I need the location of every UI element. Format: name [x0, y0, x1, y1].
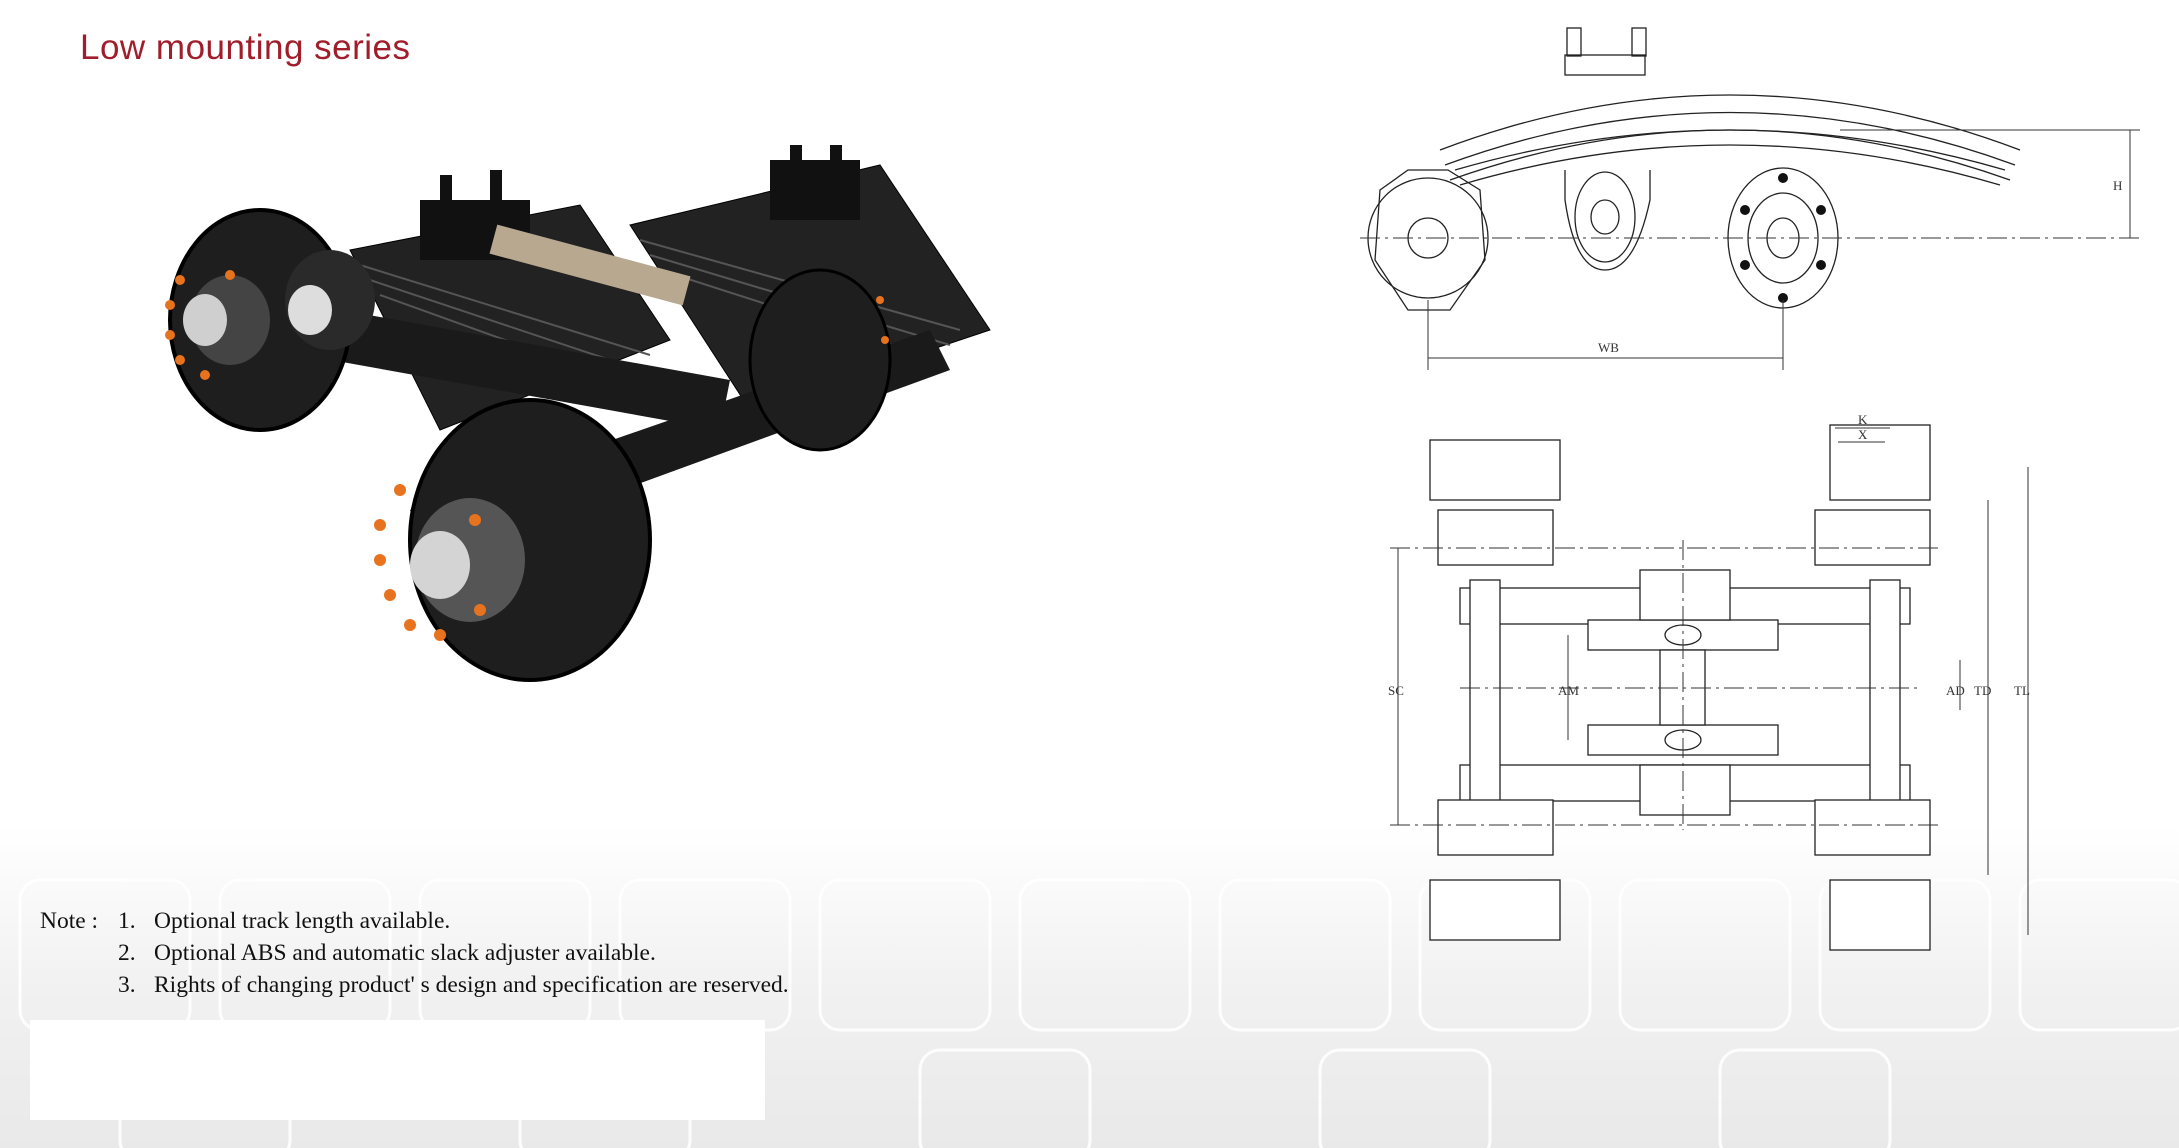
note-item: Note : 1. Optional track length availabl…: [40, 905, 789, 937]
blank-panel: [30, 1020, 765, 1120]
top-view-drawing: SC AM AD TD TL K X: [1388, 412, 2030, 951]
page-title: Low mounting series: [80, 28, 411, 67]
dimension-label-x: X: [1858, 427, 1868, 442]
note-item: 3. Rights of changing product' s design …: [40, 969, 789, 1001]
note-text: Optional track length available.: [154, 908, 451, 934]
side-view-drawing: WB H: [1360, 27, 2140, 370]
dimension-label-td: TD: [1974, 683, 1991, 698]
note-text: Optional ABS and automatic slack adjuste…: [154, 940, 656, 966]
suspension-product-photo: [165, 145, 991, 682]
note-number: 2.: [118, 940, 136, 966]
note-number: 3.: [118, 972, 136, 998]
dimension-label-wb: WB: [1598, 340, 1619, 355]
dimension-label-tl: TL: [2014, 683, 2030, 698]
dimension-label-h: H: [2113, 178, 2122, 193]
note-item: 2. Optional ABS and automatic slack adju…: [40, 937, 789, 969]
dimension-label-am: AM: [1558, 683, 1579, 698]
notes: Note : 1. Optional track length availabl…: [40, 905, 789, 1001]
note-lead: Note :: [40, 908, 99, 934]
dimension-label-ad: AD: [1946, 683, 1965, 698]
note-text: Rights of changing product' s design and…: [154, 972, 789, 998]
dimension-label-k: K: [1858, 412, 1868, 427]
dimension-label-sc: SC: [1388, 683, 1404, 698]
note-number: 1.: [118, 908, 136, 934]
